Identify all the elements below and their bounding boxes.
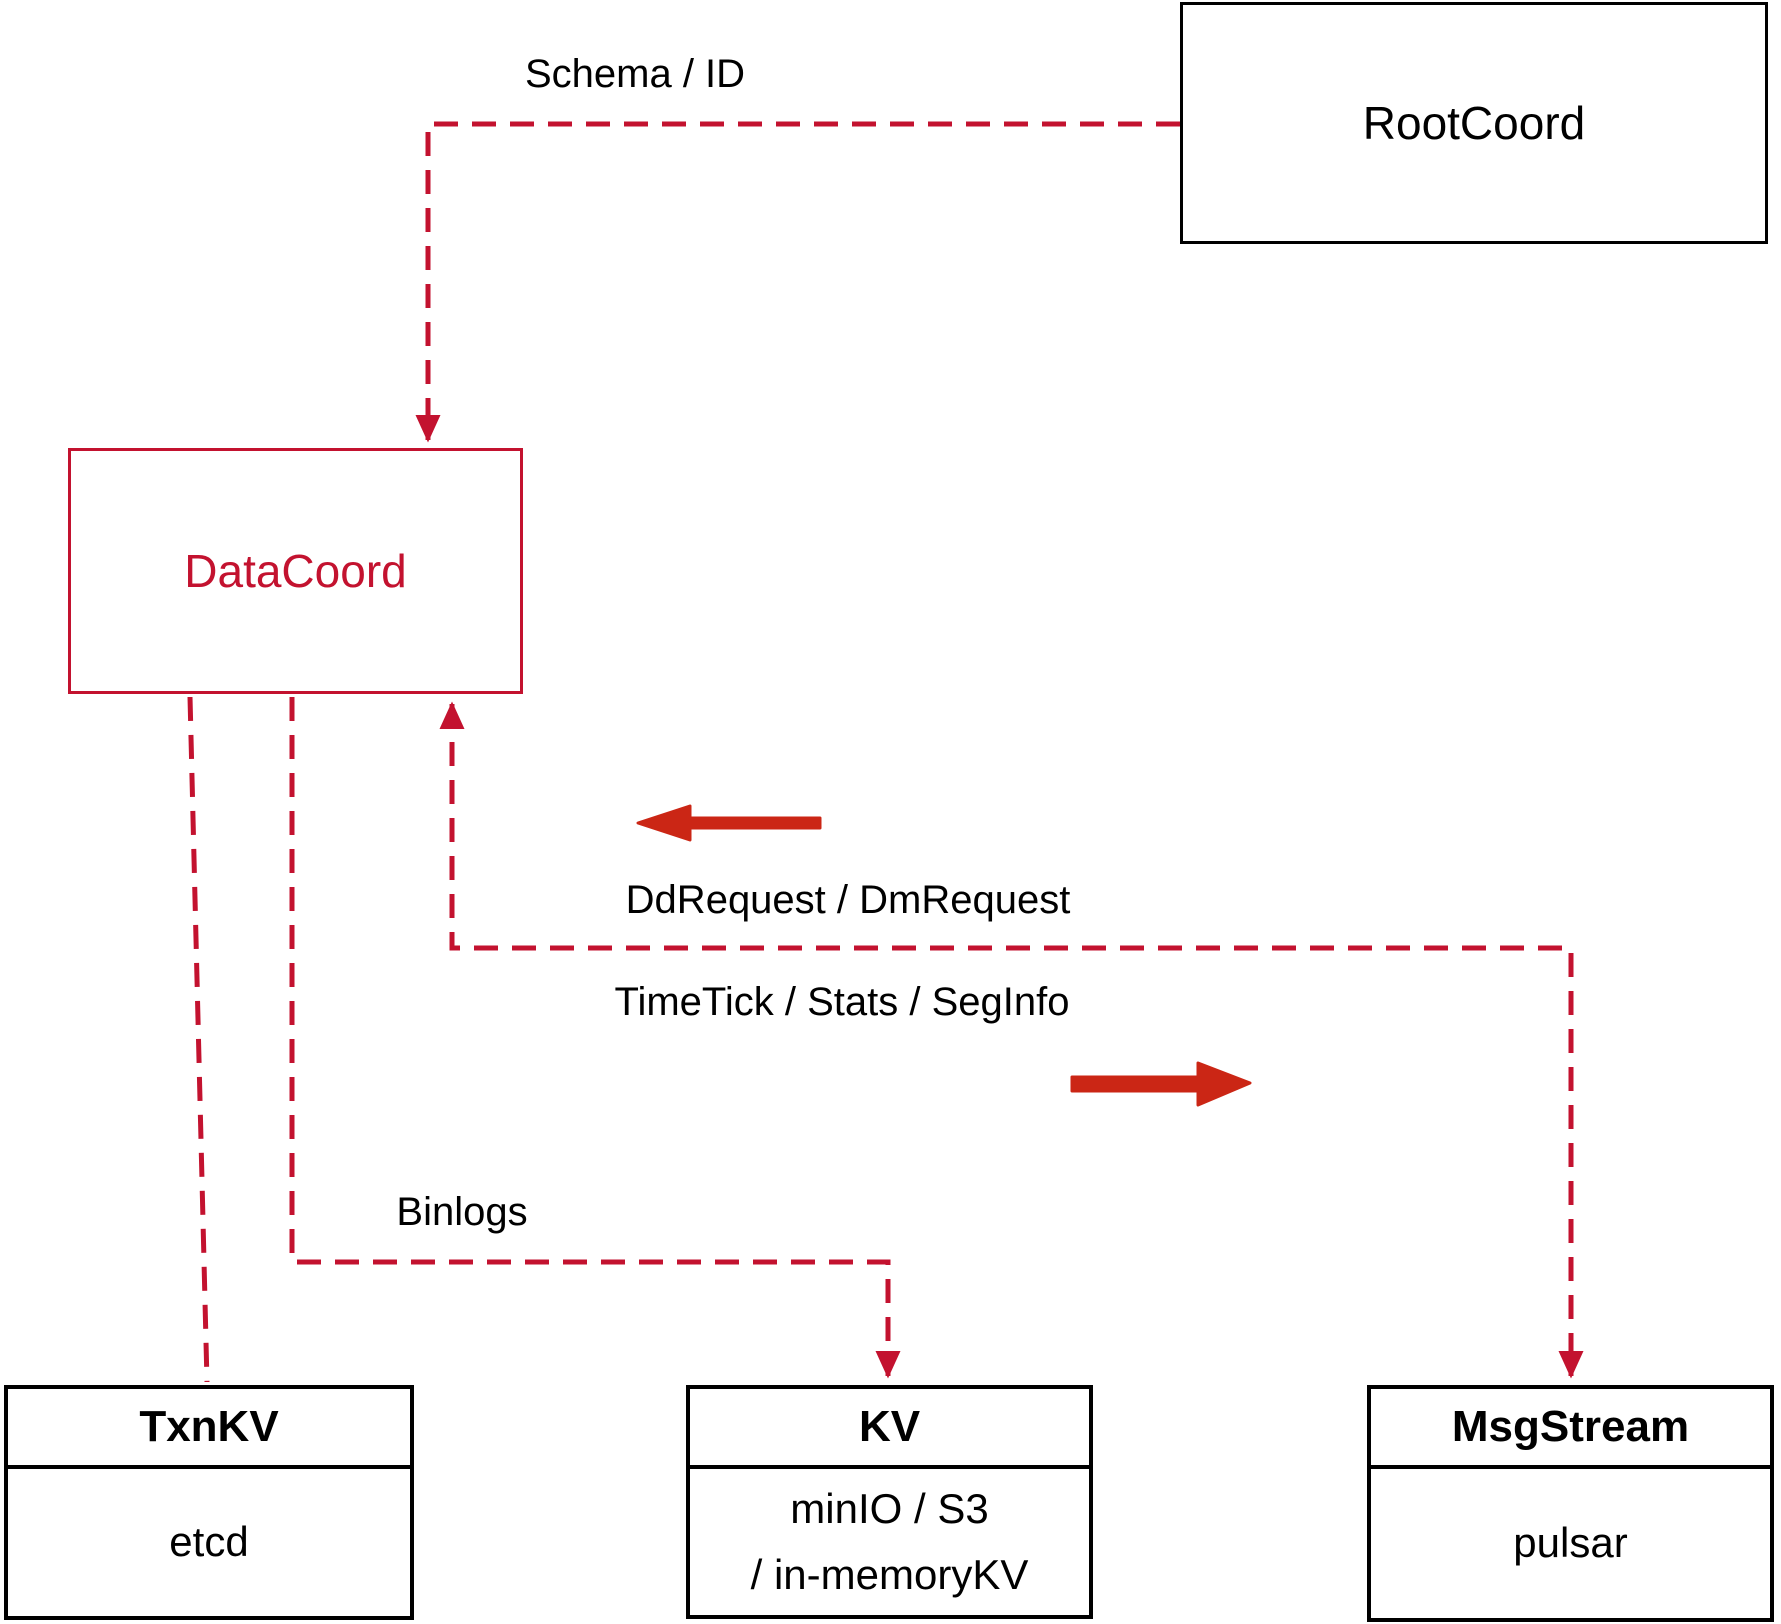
edge-label-schema-id: Schema / ID [524, 52, 746, 96]
right-flow-arrow [1070, 1061, 1252, 1107]
datacoord-msgstream-connector [439, 701, 1584, 1379]
node-rootcoord-label: RootCoord [1362, 97, 1586, 149]
schema-id-connector [415, 121, 1180, 443]
node-kv-body: minIO / S3 / in-memoryKV [690, 1469, 1089, 1615]
edge-label-binlogs: Binlogs [396, 1190, 528, 1234]
node-msgstream-subtitle: pulsar [1513, 1519, 1628, 1567]
edge-label-timetick: TimeTick / Stats / SegInfo [614, 980, 1070, 1024]
left-flow-arrow [636, 804, 822, 842]
node-kv: KV minIO / S3 / in-memoryKV [686, 1385, 1093, 1619]
node-txnkv-subtitle: etcd [169, 1518, 249, 1566]
datacoord-txnkv-connector [187, 696, 210, 1383]
node-datacoord-label: DataCoord [184, 545, 407, 597]
node-rootcoord: RootCoord [1180, 2, 1768, 244]
node-kv-subtitle-line1: minIO / S3 [790, 1484, 989, 1532]
node-kv-subtitle-line2: / in-memoryKV [750, 1551, 1029, 1598]
node-txnkv-title: TxnKV [8, 1389, 410, 1469]
node-msgstream-body: pulsar [1371, 1469, 1770, 1618]
node-msgstream-title: MsgStream [1371, 1389, 1770, 1469]
node-kv-title: KV [690, 1389, 1089, 1469]
node-txnkv: TxnKV etcd [4, 1385, 414, 1620]
node-msgstream: MsgStream pulsar [1367, 1385, 1774, 1622]
edge-label-ddrequest: DdRequest / DmRequest [625, 878, 1071, 922]
node-txnkv-body: etcd [8, 1469, 410, 1616]
node-datacoord: DataCoord [68, 448, 523, 694]
binlogs-connector [289, 697, 901, 1379]
